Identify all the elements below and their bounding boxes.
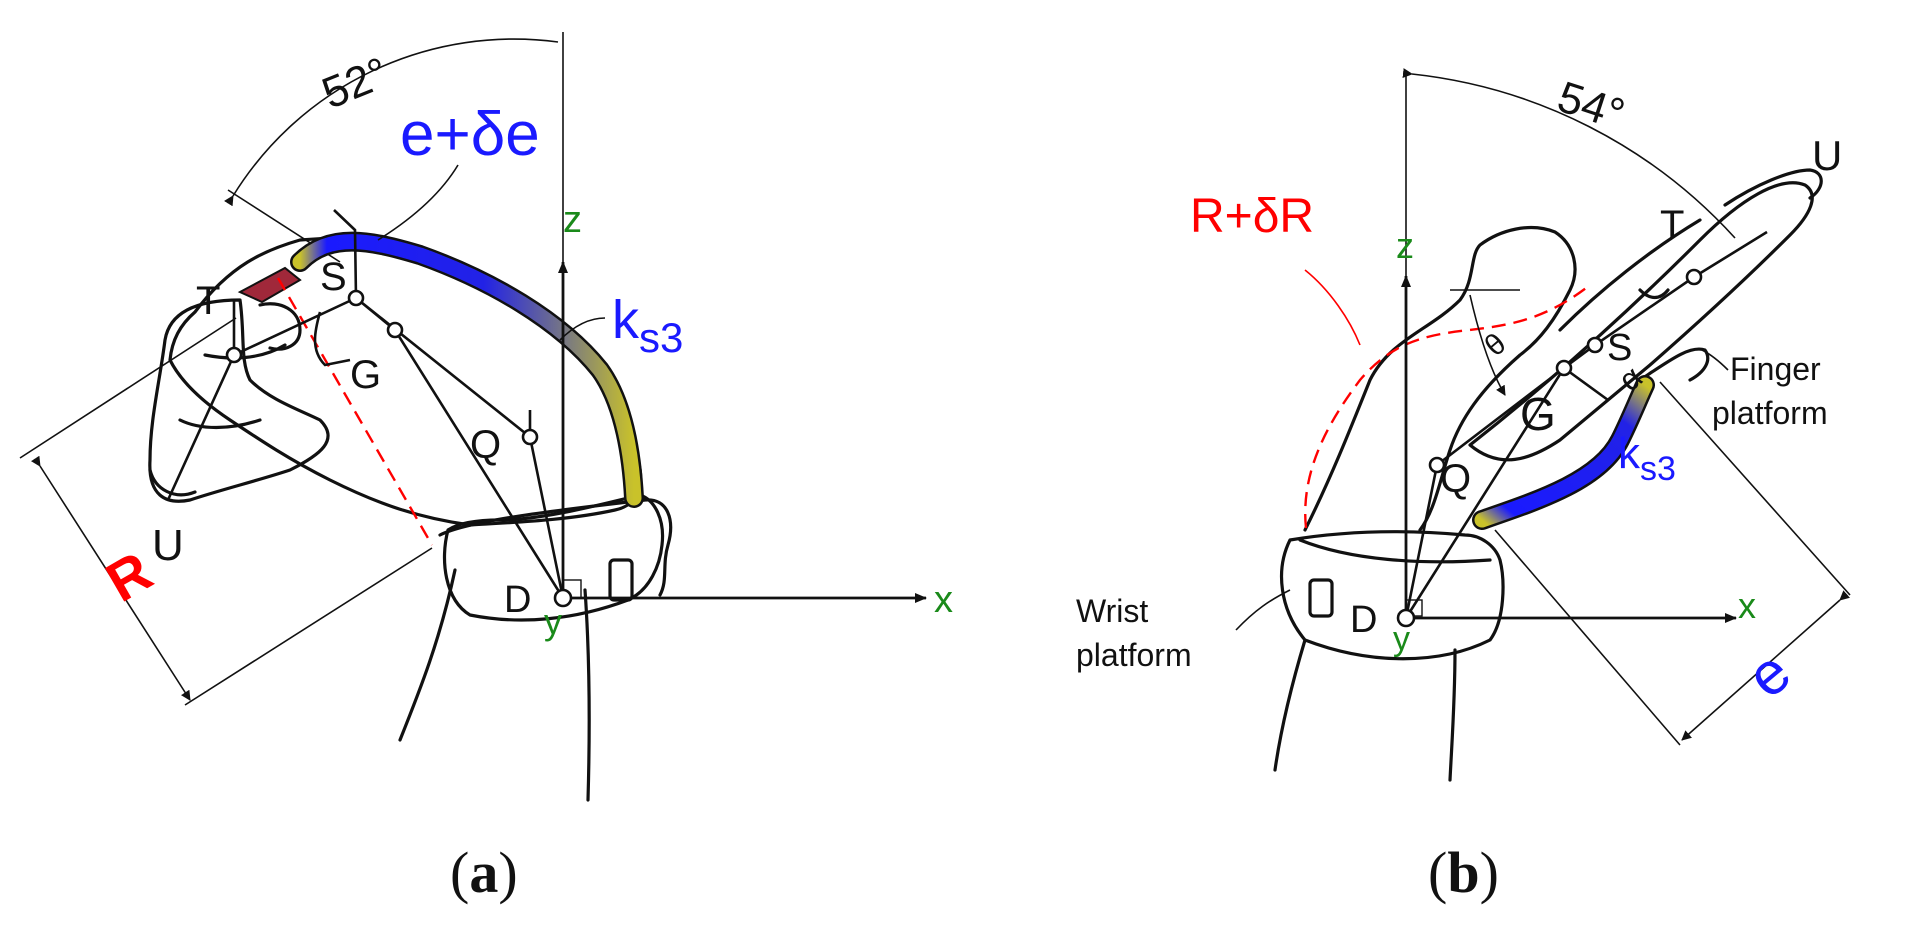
joint-S-b: [1586, 336, 1604, 354]
joint-Q-a: [521, 428, 539, 446]
dim-e-ext1-b: [1659, 381, 1851, 596]
point-U-b: U: [1812, 132, 1842, 179]
point-D-a: D: [504, 579, 531, 621]
joint-D-a: [553, 588, 573, 608]
axis-y-label-b: y: [1393, 620, 1410, 658]
angle-arc-a: [224, 38, 559, 207]
point-T-a: T: [196, 279, 220, 323]
angle-arc-b: [1402, 68, 1736, 239]
point-Q-b: Q: [1440, 457, 1471, 501]
spring-label-a: ks3: [612, 290, 683, 361]
panel-b: 54° R+δR e: [1076, 68, 1851, 905]
dim-e-line-b: [1681, 590, 1851, 741]
joint-G2-a: [386, 321, 404, 339]
strap-buckle-a: [608, 558, 634, 602]
angle-label-b: 54°: [1552, 72, 1630, 139]
strap-buckle-b: [1308, 578, 1334, 618]
hand-outline-b: [1303, 225, 1577, 532]
theta-symbol-b: θ: [1479, 327, 1513, 363]
forearm-outline-b2: [1448, 648, 1457, 782]
dim-e-label-b: e: [1734, 638, 1803, 711]
finger-platform-label-b: Finger platform: [1712, 351, 1830, 431]
point-D-b: D: [1350, 599, 1377, 641]
point-S-a: S: [320, 255, 347, 299]
point-S-b: S: [1607, 327, 1632, 369]
axis-z-label-a: z: [563, 199, 582, 241]
axis-x-label-b: x: [1738, 585, 1756, 626]
caption-a: (a): [450, 840, 518, 905]
point-Q-a: Q: [470, 423, 501, 467]
theta-arc-b: [1469, 294, 1506, 396]
finger-crease-b: [1558, 218, 1702, 332]
tip-pad-a: [237, 266, 302, 304]
finger-outline-b: [1468, 181, 1814, 462]
joint-D-b: [1396, 608, 1416, 628]
hand-outline-a: [168, 236, 643, 527]
finger-platform-b: [1638, 347, 1710, 382]
linkage-b: [1404, 230, 1768, 619]
forearm-outline-a: [398, 568, 457, 742]
finger-crease-a: [178, 418, 262, 430]
radius-curve-b: [1304, 284, 1591, 529]
cable-b-fill: [1474, 377, 1653, 528]
forearm-outline-b: [1273, 638, 1307, 772]
dim-e-ext2-b: [1494, 529, 1681, 746]
wrist-platform-label-b: Wrist platform: [1076, 593, 1192, 673]
spring-sub-a: s3: [639, 314, 683, 361]
wrist-strap-rim-b: [1298, 538, 1492, 564]
cable-a-fill: [292, 234, 642, 506]
cable-label-leader-a: [377, 164, 459, 241]
finger-outline-a: [148, 298, 330, 503]
panel-a: 52° R e+δe ks3: [19, 32, 953, 905]
axis-y-label-a: y: [544, 601, 562, 642]
point-G-b: G: [1520, 388, 1556, 440]
angle-label-a: 52°: [315, 48, 395, 118]
point-U-a: U: [152, 521, 184, 570]
thumb-outline-a: [258, 302, 302, 351]
joint-Q-b: [1428, 456, 1446, 474]
gripper-a: [313, 311, 351, 367]
finger-platform-leader-b: [1701, 349, 1729, 371]
forearm-outline-a2: [583, 588, 591, 802]
radius-leader-b: [1304, 269, 1361, 346]
joint-T-a: [225, 346, 243, 364]
dim-R-ext1-a: [19, 317, 237, 459]
spring-label-b: ks3: [1618, 429, 1676, 488]
spring-sub-b: s3: [1640, 450, 1676, 488]
cable-label-a: e+δe: [400, 100, 540, 169]
joint-U-b: [1685, 268, 1703, 286]
radius-label-b: R+δR: [1190, 190, 1314, 243]
wrist-strap-rim-a: [438, 498, 673, 597]
joint-G-b: [1555, 359, 1573, 377]
finger-tip-b: [1723, 168, 1823, 207]
axis-z-label-b: z: [1396, 225, 1414, 266]
dim-R-line-a: [30, 455, 191, 701]
finger-crease-b2: [1638, 288, 1670, 300]
point-G-a: G: [350, 353, 381, 397]
joint-S-a: [347, 289, 365, 307]
caption-b: (b): [1428, 840, 1499, 905]
wrist-strap-b: [1279, 530, 1505, 661]
dim-R-ext2-a: [184, 547, 433, 706]
point-T-b: T: [1660, 203, 1684, 247]
axis-x-label-a: x: [934, 579, 953, 621]
wrist-platform-leader-b: [1235, 589, 1291, 631]
wrist-strap-a: [442, 493, 665, 622]
linkage-a: [166, 209, 565, 599]
